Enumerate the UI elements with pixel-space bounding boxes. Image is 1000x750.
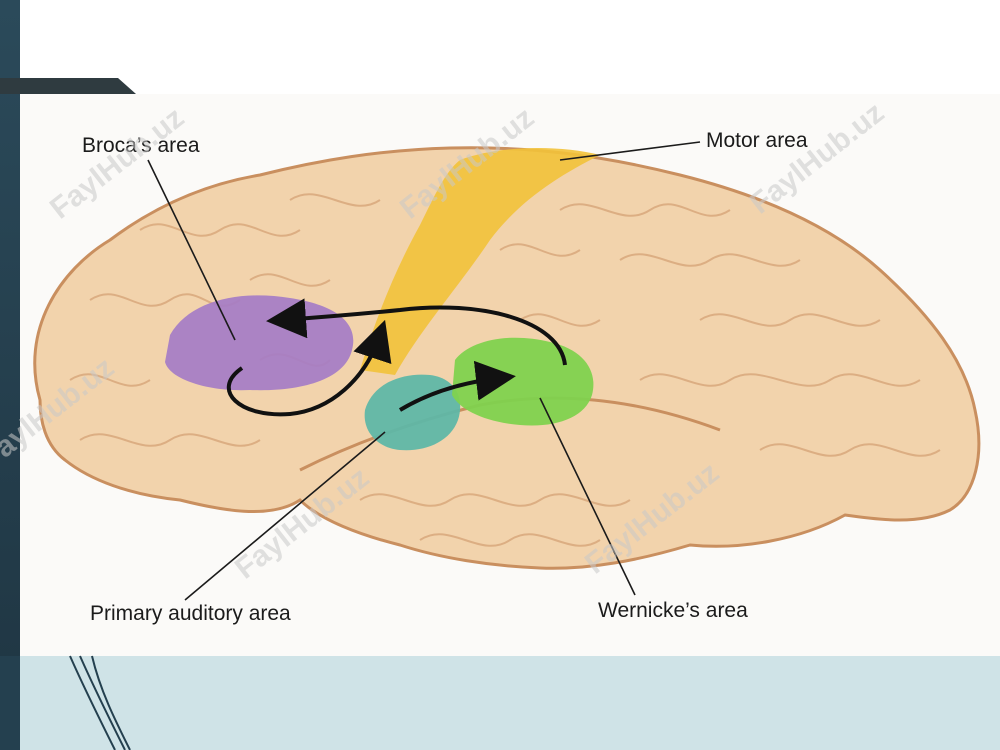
wernicke-area-region [452,337,594,426]
leader-lines [147,141,701,601]
motor-area-region [360,148,600,375]
bottom-decor-lines [69,655,131,750]
slide-left-strip [0,0,20,750]
title-accent-bar [0,78,136,94]
wernicke-label: Wernicke’s area [598,599,748,622]
arrow-wernicke-to-broca [266,298,567,366]
arrow-broca-to-motor [226,319,392,417]
auditory-label: Primary auditory area [90,602,291,625]
gyri-texture [69,193,941,547]
left-strip-accent [0,0,20,750]
watermark-3: FaylHub.uz [744,96,890,221]
bottom-band-edge [0,656,20,750]
slide-bottom-band [0,656,1000,750]
motor-label: Motor area [706,129,808,152]
broca-label: Broca’s area [82,134,200,157]
arrow-auditory-to-wernicke [398,360,516,412]
